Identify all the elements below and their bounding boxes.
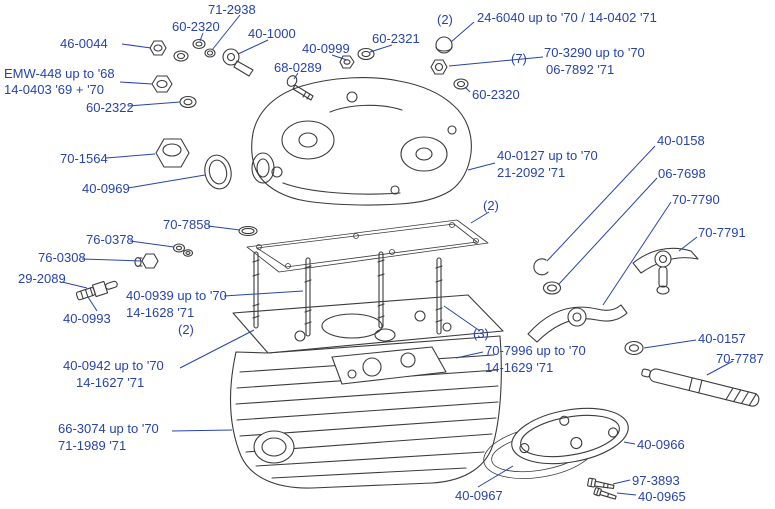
washers-76-0378-drawing xyxy=(172,243,194,257)
hex-plug-70-1564-drawing xyxy=(155,138,190,168)
leader-lines xyxy=(61,14,734,496)
washer-06-7698-drawing xyxy=(542,281,562,295)
union-76-0308-drawing xyxy=(134,253,159,269)
inspection-cover-40-0966-drawing xyxy=(511,407,629,465)
stud-drawing xyxy=(252,251,260,329)
cap-40-0969-drawing xyxy=(204,154,232,190)
stud-drawing xyxy=(435,257,443,335)
cylinder-head-drawing xyxy=(230,294,504,489)
top-left-fasteners-drawing xyxy=(149,38,254,109)
circlip-40-0158-drawing xyxy=(533,258,549,276)
top-right-fasteners-drawing xyxy=(430,36,469,90)
rocker-cover-drawing xyxy=(251,77,472,206)
screw-68-0289-drawing xyxy=(286,75,314,101)
spindle-70-7787-drawing xyxy=(641,368,760,407)
rocker-arm-70-7791-drawing xyxy=(632,247,699,295)
gasket-drawing xyxy=(246,219,489,273)
washer-40-0157-drawing xyxy=(624,340,644,356)
screw-40-0965-drawing xyxy=(593,487,617,500)
bolt-40-0999-drawing xyxy=(339,47,375,69)
screw-97-3893-drawing xyxy=(587,477,615,489)
plug-29-2089-drawing xyxy=(75,280,118,301)
stud-drawing xyxy=(304,257,312,337)
oring-70-7858-drawing xyxy=(238,225,258,237)
rocker-arm-70-7790-drawing xyxy=(527,304,628,343)
studs-drawing xyxy=(252,251,443,337)
stud-drawing xyxy=(377,251,385,329)
